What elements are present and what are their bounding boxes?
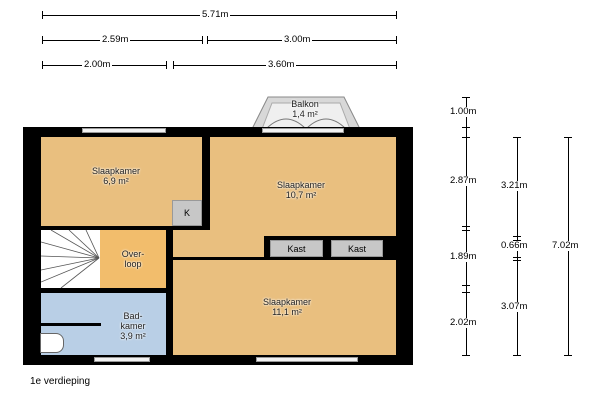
toilet-icon <box>40 333 64 353</box>
staircase <box>41 230 100 288</box>
room-slaapkamer-3 <box>173 260 396 355</box>
dim-label: 1.00m <box>448 106 479 117</box>
room-slaapkamer-2 <box>210 137 396 236</box>
closet-kast-2[interactable]: Kast <box>331 240 383 257</box>
dim-label: 7.02m <box>550 240 581 251</box>
window <box>94 357 150 362</box>
window <box>256 357 358 362</box>
floor-label: 1e verdieping <box>30 376 91 387</box>
dim-label: 3.21m <box>499 180 530 191</box>
room-label: Over-loop <box>121 249 145 269</box>
closet-k[interactable]: K <box>172 200 202 226</box>
dim-label: 2.59m <box>100 34 131 45</box>
room-overloop <box>100 230 166 288</box>
dim-label: 3.60m <box>266 59 297 70</box>
closet-kast-1[interactable]: Kast <box>270 240 323 257</box>
dim-label: 2.00m <box>82 59 113 70</box>
dim-label: 0.66m <box>499 240 530 251</box>
window <box>82 128 166 133</box>
balcony <box>251 96 361 130</box>
dim-label: 3.00m <box>282 34 313 45</box>
dim-label: 2.02m <box>448 317 479 328</box>
dim-label: 5.71m <box>200 9 231 20</box>
dim-label: 2.87m <box>448 175 479 186</box>
dim-label: 1.89m <box>448 251 479 262</box>
balcony-door[interactable] <box>262 128 344 133</box>
dim-label: 3.07m <box>499 301 530 312</box>
